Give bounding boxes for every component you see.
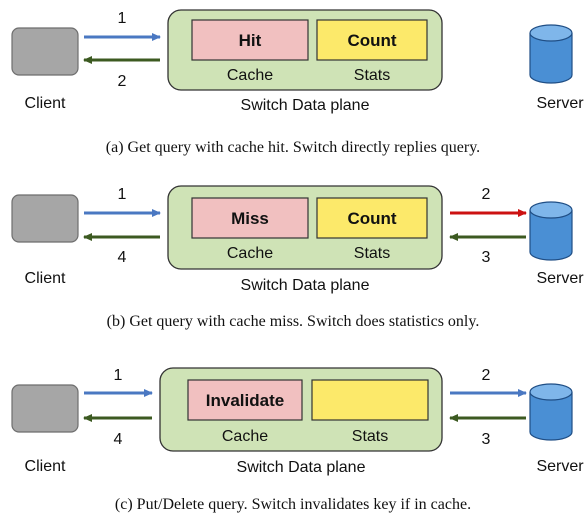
cache-box [187, 379, 303, 421]
caption: (c) Put/Delete query. Switch invalidates… [115, 496, 471, 513]
panel-c: Client 1 4 Invalidate Cache Stats Switch… [11, 367, 584, 513]
arrow-label-4: 4 [118, 249, 127, 266]
panel-b: Client 1 4 Miss Count Cache Stats Switch… [11, 185, 584, 330]
stats-label: Stats [354, 67, 390, 84]
cache-label: Cache [227, 67, 273, 84]
server-label: Server [536, 458, 584, 475]
arrow-label-1: 1 [118, 10, 127, 27]
client-label: Client [25, 95, 66, 112]
cache-label: Cache [222, 428, 268, 445]
client-icon [11, 27, 79, 76]
stats-box [316, 197, 428, 239]
arrow-label-2: 2 [482, 367, 491, 384]
server-label: Server [536, 95, 584, 112]
caption: (a) Get query with cache hit. Switch dir… [106, 139, 480, 156]
stats-label: Stats [354, 245, 390, 262]
cache-state-text: Hit [239, 31, 262, 50]
arrow-label-2: 2 [482, 186, 491, 203]
client-icon [11, 194, 79, 243]
switch-label: Switch Data plane [241, 97, 370, 114]
stats-box [311, 379, 429, 421]
stats-box [316, 19, 428, 61]
client-label: Client [25, 458, 66, 475]
arrow-label-1: 1 [118, 186, 127, 203]
caption: (b) Get query with cache miss. Switch do… [107, 313, 480, 330]
arrow-label-3: 3 [482, 249, 491, 266]
cache-box [191, 197, 309, 239]
stats-label: Stats [352, 428, 388, 445]
server-label: Server [536, 270, 584, 287]
server-icon [529, 24, 573, 84]
arrow-label-2: 2 [118, 73, 127, 90]
panel-a: Client 1 2 Hit Count Cache Stats Switch … [11, 9, 584, 156]
cache-state-text: Invalidate [206, 391, 284, 410]
server-icon [529, 201, 573, 261]
server-icon [529, 383, 573, 441]
cache-box [191, 19, 309, 61]
arrow-label-4: 4 [114, 431, 123, 448]
client-label: Client [25, 270, 66, 287]
stats-state-text: Count [347, 31, 396, 50]
arrow-label-1: 1 [114, 367, 123, 384]
arrow-label-3: 3 [482, 431, 491, 448]
cache-state-text: Miss [231, 209, 269, 228]
switch-label: Switch Data plane [237, 459, 366, 476]
switch-label: Switch Data plane [241, 277, 370, 294]
cache-label: Cache [227, 245, 273, 262]
stats-state-text: Count [347, 209, 396, 228]
client-icon [11, 384, 79, 433]
